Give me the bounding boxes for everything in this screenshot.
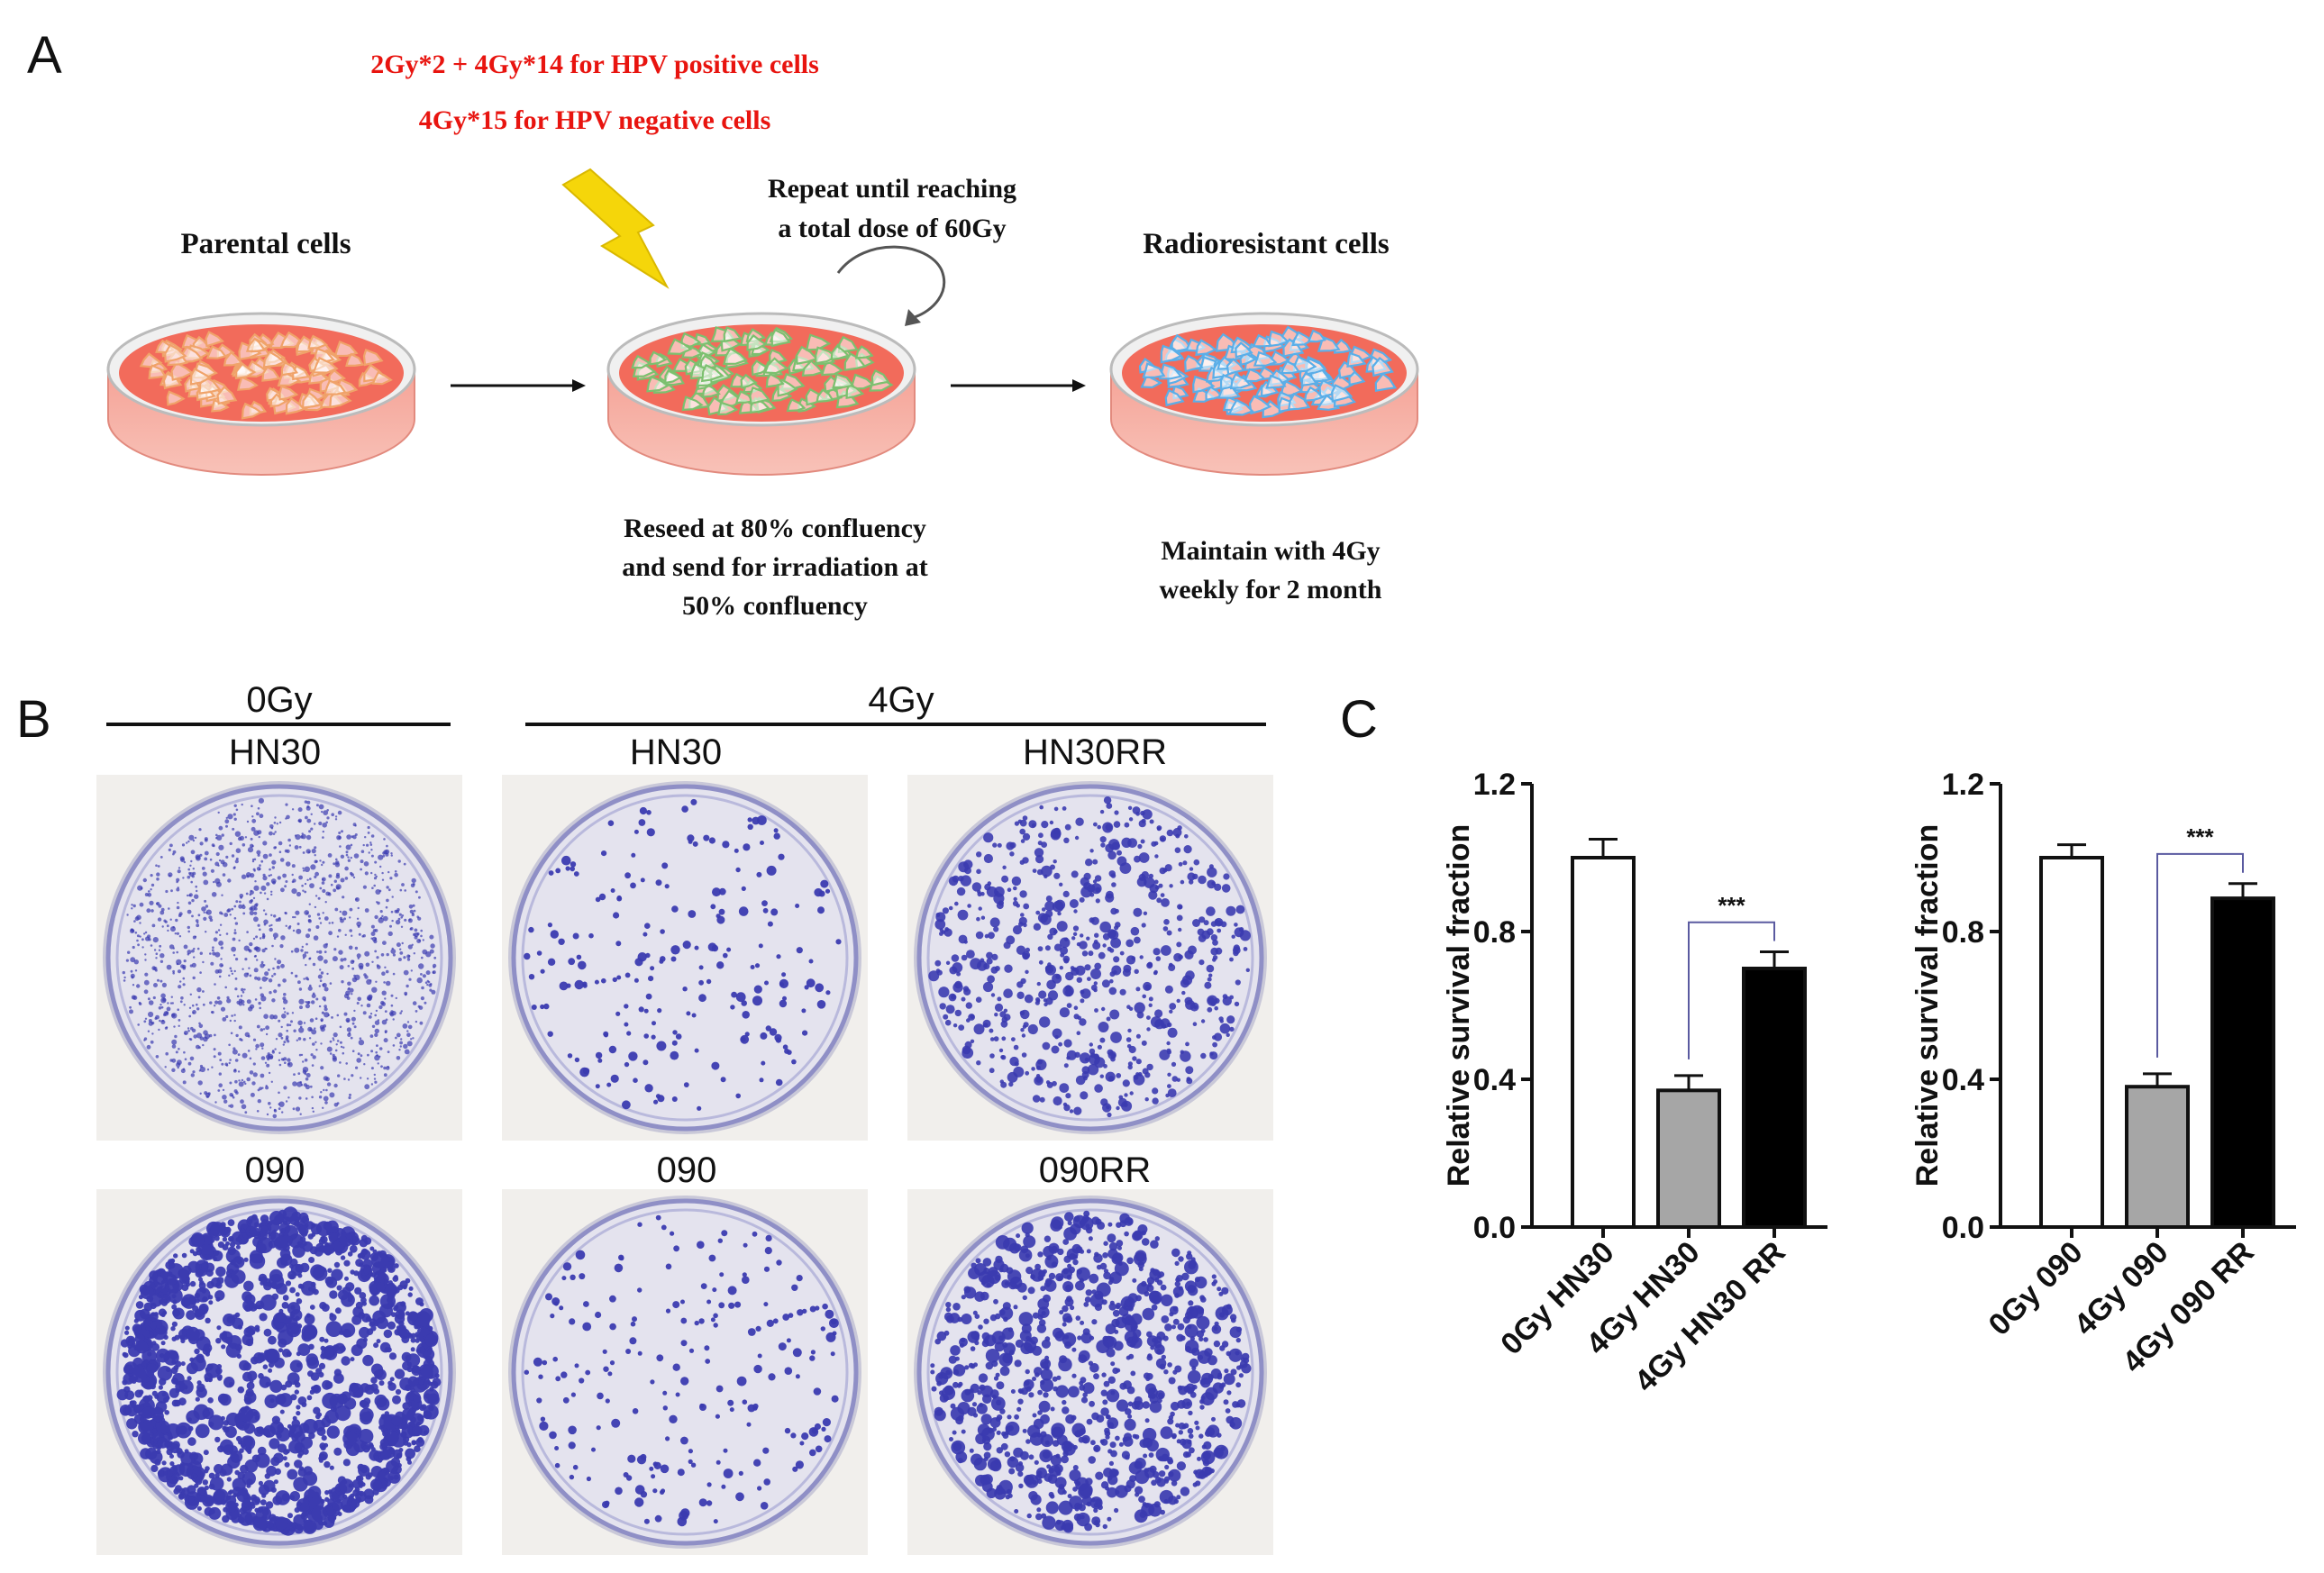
plate-label: 090 — [656, 1150, 717, 1190]
right-arrow-icon — [451, 379, 586, 392]
plate-label: 090 — [244, 1150, 305, 1190]
dose-regimen-line1: 2Gy*2 + 4Gy*14 for HPV positive cells — [370, 50, 819, 79]
maintain-note-line2: weekly for 2 month — [1159, 575, 1382, 605]
x-tick-label: 4Gy HN30 RR — [1628, 1235, 1792, 1399]
plate-label: HN30 — [629, 732, 723, 772]
petri-dish-icon — [106, 312, 416, 476]
colony-plate — [907, 775, 1273, 1141]
colony-plate — [96, 1189, 462, 1555]
significance-bracket — [1688, 921, 1775, 1059]
bar-chart-090: Relative survival fraction 0.0 0.4 0.8 1.2 0G… — [1910, 768, 2296, 1379]
bar — [1656, 1088, 1721, 1229]
y-axis-label: Relative survival fraction — [1442, 824, 1476, 1187]
y-tick-label: 0.4 — [1942, 1063, 1984, 1097]
repeat-curved-arrow-icon — [836, 245, 946, 319]
colony-plate — [502, 1189, 868, 1555]
group-line-0gy — [106, 723, 451, 726]
colony-plate — [502, 775, 868, 1141]
y-axis-label: Relative survival fraction — [1910, 824, 1945, 1187]
petri-dish-icon — [1109, 312, 1419, 476]
y-tick-label: 0.8 — [1942, 915, 1984, 950]
y-tick-label: 0.8 — [1473, 915, 1516, 950]
significance-label: *** — [1718, 892, 1745, 919]
y-tick-label: 0.0 — [1942, 1211, 1984, 1245]
radioresistant-cells-label: Radioresistant cells — [1143, 228, 1390, 260]
y-tick-label: 1.2 — [1473, 768, 1516, 802]
group-label-4gy: 4Gy — [868, 680, 934, 720]
petri-dish-icon — [606, 312, 916, 476]
lightning-bolt-icon — [561, 168, 670, 289]
reseed-note-line3: 50% confluency — [682, 591, 868, 621]
reseed-note-line1: Reseed at 80% confluency — [624, 514, 926, 543]
group-label-0gy: 0Gy — [246, 680, 313, 720]
y-tick-label: 1.2 — [1942, 768, 1984, 802]
right-arrow-icon — [951, 379, 1086, 392]
panel-a-letter: A — [27, 26, 62, 85]
repeat-note-line1: Repeat until reaching — [767, 174, 1017, 204]
bar — [2210, 896, 2275, 1229]
bar-chart-hn30: Relative survival fraction0.00.40.81.20G… — [1442, 768, 1827, 1399]
x-tick-label: 0Gy 090 — [1982, 1235, 2090, 1342]
significance-bracket — [2156, 852, 2244, 1058]
bar — [1571, 856, 1636, 1229]
parental-cells-label: Parental cells — [180, 228, 351, 260]
dose-regimen-line2: 4Gy*15 for HPV negative cells — [418, 105, 771, 135]
panel-b-letter: B — [16, 690, 51, 749]
significance-label: *** — [2186, 823, 2214, 850]
bar — [1742, 967, 1807, 1229]
y-tick-label: 0.4 — [1473, 1063, 1516, 1097]
bar — [2125, 1085, 2190, 1230]
bar — [2039, 856, 2104, 1229]
plate-label: HN30RR — [1022, 732, 1168, 772]
panel-c-letter: C — [1340, 690, 1378, 749]
colony-plate — [96, 775, 462, 1141]
panel-a-schematic — [106, 168, 1419, 476]
plate-label: 090RR — [1038, 1150, 1152, 1190]
plate-label: HN30 — [228, 732, 322, 772]
maintain-note-line1: Maintain with 4Gy — [1161, 536, 1381, 566]
colony-plate — [907, 1189, 1273, 1555]
y-tick-label: 0.0 — [1473, 1211, 1516, 1245]
repeat-note-line2: a total dose of 60Gy — [778, 214, 1007, 243]
group-line-4gy — [525, 723, 1266, 726]
reseed-note-line2: and send for irradiation at — [622, 552, 928, 582]
